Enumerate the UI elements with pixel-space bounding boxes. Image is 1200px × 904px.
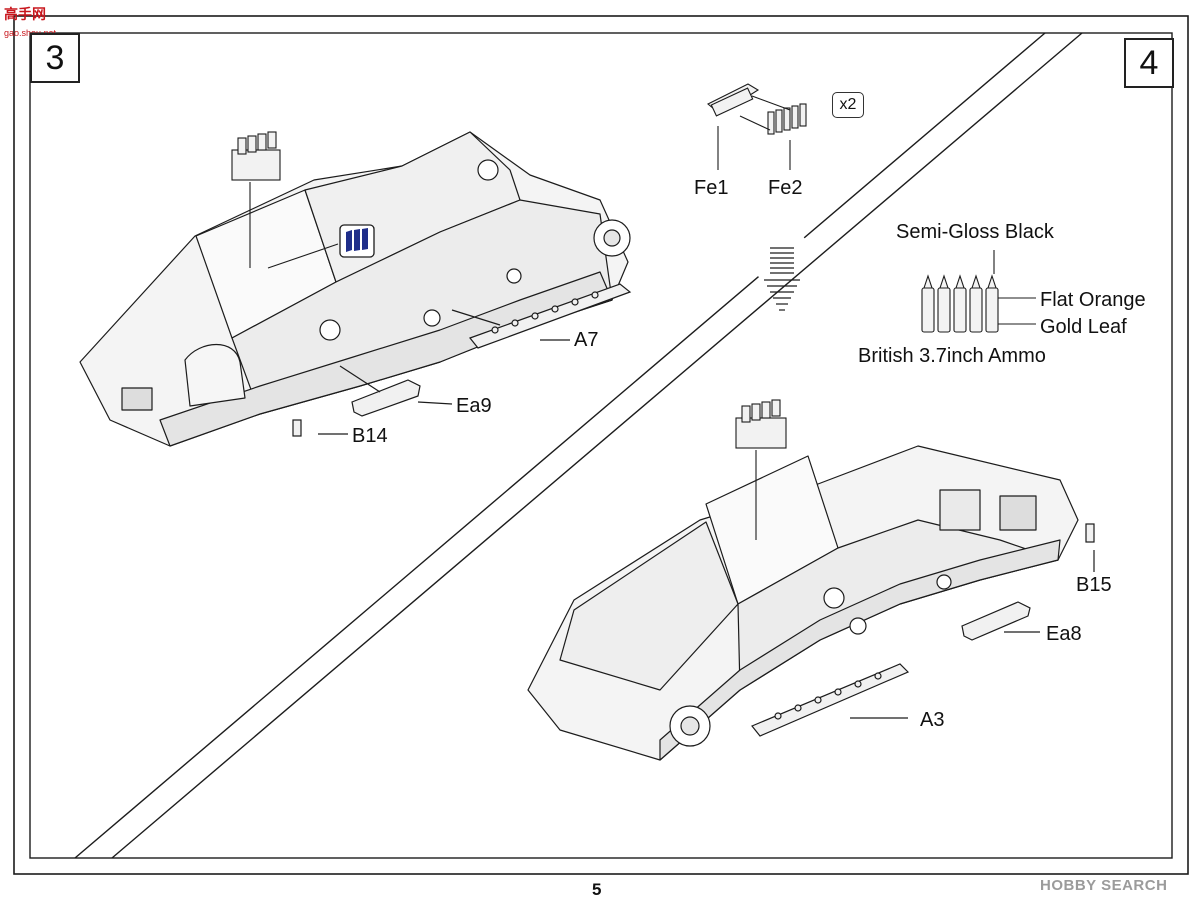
watermark-hobby-search: HOBBY SEARCH xyxy=(1040,877,1168,894)
inner-frame xyxy=(29,32,1173,859)
page-number: 5 xyxy=(592,880,602,899)
step3-ammo-rack xyxy=(231,131,339,269)
part-label-A3: A3 xyxy=(920,709,945,731)
step-3-number: 3 xyxy=(30,33,80,83)
part-label-Ea8: Ea8 xyxy=(1046,623,1082,645)
step4-ammo-rack xyxy=(735,399,787,540)
part-label-A7: A7 xyxy=(574,329,599,351)
paint-flat-orange: Flat Orange xyxy=(1040,289,1146,311)
watermark-logo-text: 高手网 xyxy=(4,6,46,22)
step3-decal-icon xyxy=(339,224,375,258)
step4-part-B15 xyxy=(1085,523,1095,572)
outer-frame xyxy=(13,15,1189,875)
step-4-number: 4 xyxy=(1124,38,1174,88)
part-label-Fe1: Fe1 xyxy=(694,177,729,199)
divider-line-a xyxy=(74,32,1046,859)
step4-hull xyxy=(527,445,1079,761)
step4-part-A3 xyxy=(751,663,910,737)
quantity-badge: x2 xyxy=(832,92,864,118)
paint-guide-caption: British 3.7inch Ammo xyxy=(858,345,1046,367)
down-arrow-icon xyxy=(764,247,800,311)
part-label-Ea9: Ea9 xyxy=(456,395,492,417)
paint-semi-gloss-black: Semi-Gloss Black xyxy=(896,221,1054,243)
step4-part-Ea8 xyxy=(961,601,1040,641)
step3-part-B14 xyxy=(292,419,348,437)
part-label-Fe2: Fe2 xyxy=(768,177,803,199)
part-label-B14: B14 xyxy=(352,425,388,447)
paint-gold-leaf: Gold Leaf xyxy=(1040,316,1127,338)
divider-line-b xyxy=(111,32,1083,859)
paint-guide-ammo xyxy=(921,250,1036,333)
part-label-B15: B15 xyxy=(1076,574,1112,596)
step3-part-Ea9 xyxy=(339,365,453,417)
step3-hull xyxy=(79,131,631,447)
step4-subassembly xyxy=(707,83,807,170)
step3-part-A7 xyxy=(451,283,632,349)
